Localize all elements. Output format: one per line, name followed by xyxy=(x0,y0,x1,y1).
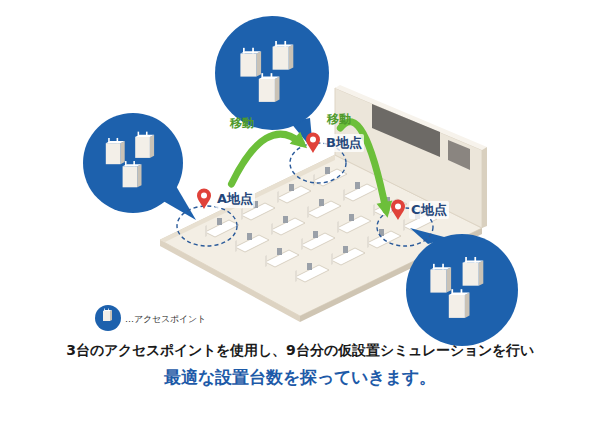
location-pin: B地点 xyxy=(305,132,364,154)
location-pin: A地点 xyxy=(196,188,255,210)
caption-line: 3台のアクセスポイントを使用し、9台分の仮設置シミュレーションを行い xyxy=(0,342,600,360)
edge-label: 移動 xyxy=(230,115,254,132)
legend-swatch xyxy=(94,306,122,332)
legend: …アクセスポイント xyxy=(94,306,206,332)
location-label: C地点 xyxy=(409,201,449,219)
caption-line: 最適な設置台数を探っていきます。 xyxy=(0,366,600,389)
edge-label: 移動 xyxy=(327,111,351,128)
location-label: A地点 xyxy=(215,190,255,208)
location-label: B地点 xyxy=(324,134,364,152)
pin-marker xyxy=(305,132,321,154)
location-pin: C地点 xyxy=(390,199,449,221)
move-arrow xyxy=(231,134,301,184)
pin-marker xyxy=(390,199,406,221)
pin-marker xyxy=(196,188,212,210)
legend-text: …アクセスポイント xyxy=(125,313,206,326)
